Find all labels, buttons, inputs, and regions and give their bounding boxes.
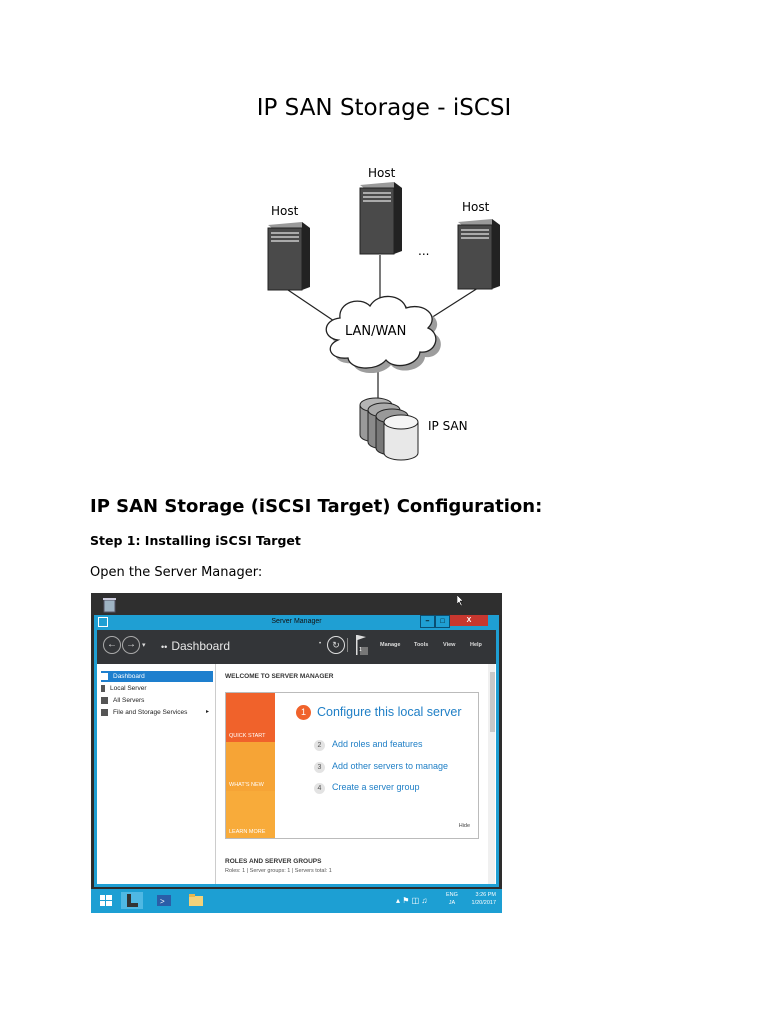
sidebar-item-label: Dashboard <box>113 673 145 680</box>
servers-icon <box>101 696 108 704</box>
step-heading: Step 1: Installing iSCSI Target <box>90 533 301 548</box>
dashboard-main: WELCOME TO SERVER MANAGER QUICK START WH… <box>223 664 488 884</box>
scrollbar-thumb[interactable] <box>490 672 495 732</box>
notifications-flag-icon[interactable] <box>355 634 369 656</box>
host-label-right: Host <box>462 200 490 214</box>
refresh-dropdown-icon[interactable]: • <box>319 641 322 647</box>
create-group-link[interactable]: 4 Create a server group <box>314 782 420 794</box>
sidebar-item-label: File and Storage Services <box>113 709 188 716</box>
instruction-text: Open the Server Manager: <box>90 565 263 580</box>
minimize-button[interactable]: – <box>420 615 435 628</box>
window-title: Server Manager <box>271 618 322 625</box>
refresh-icon[interactable]: ↻ <box>327 636 345 654</box>
content-area: Dashboard Local Server All Servers File … <box>97 664 496 884</box>
file-explorer-icon[interactable] <box>185 892 207 909</box>
document-title: IP SAN Storage - iSCSI <box>256 95 512 121</box>
lan-wan-cloud <box>325 295 441 374</box>
recycle-bin-icon <box>103 598 116 613</box>
input-language[interactable]: ENG JA <box>446 891 458 907</box>
scrollbar[interactable] <box>488 664 495 884</box>
maximize-button[interactable]: □ <box>435 615 450 628</box>
host-label-left: Host <box>271 204 299 218</box>
tile-label: LEARN MORE <box>229 829 266 835</box>
server-manager-taskbar-icon[interactable] <box>121 892 143 909</box>
step-label: Add roles and features <box>332 739 423 749</box>
tile-label: WHAT'S NEW <box>229 782 264 788</box>
svg-text:>: > <box>160 897 165 906</box>
sidebar: Dashboard Local Server All Servers File … <box>97 664 216 884</box>
ip-san-label: IP SAN <box>428 419 468 433</box>
lan-wan-label: LAN/WAN <box>345 324 406 339</box>
ellipsis-label: ... <box>418 244 429 258</box>
clock[interactable]: 3:26 PM 1/20/2017 <box>472 891 496 907</box>
language-code: ENG <box>446 892 458 898</box>
step-number: 1 <box>296 705 311 721</box>
menu-help[interactable]: Help <box>470 642 482 648</box>
breadcrumb-dots: •• <box>161 642 168 652</box>
add-servers-link[interactable]: 3 Add other servers to manage <box>314 761 448 773</box>
step-label: Configure this local server <box>317 705 462 719</box>
mouse-cursor-icon <box>457 595 464 606</box>
menu-tools[interactable]: Tools <box>414 642 429 648</box>
server-manager-window: Server Manager – □ X ← → ▾ ••Dashboard •… <box>94 615 499 887</box>
sidebar-item-file-storage[interactable]: File and Storage Services ▸ <box>101 707 213 718</box>
hide-link[interactable]: Hide <box>458 823 470 829</box>
configure-local-server-link[interactable]: 1 Configure this local server <box>296 705 462 721</box>
section-heading: IP SAN Storage (iSCSI Target) Configurat… <box>90 496 543 517</box>
add-roles-link[interactable]: 2 Add roles and features <box>314 739 423 751</box>
tile-label: QUICK START <box>229 733 266 739</box>
step-number: 2 <box>314 740 325 751</box>
sidebar-item-label: Local Server <box>110 685 147 692</box>
host-label-center: Host <box>368 166 396 180</box>
menu-manage[interactable]: Manage <box>380 642 401 648</box>
server-manager-screenshot: Server Manager – □ X ← → ▾ ••Dashboard •… <box>91 593 502 913</box>
menu-view[interactable]: View <box>443 642 456 648</box>
tile-learn-more[interactable]: LEARN MORE <box>226 791 275 838</box>
powershell-icon[interactable]: > <box>153 892 175 909</box>
history-dropdown-icon[interactable]: ▾ <box>142 642 146 649</box>
dashboard-icon <box>101 672 108 680</box>
sidebar-item-all-servers[interactable]: All Servers <box>101 695 213 706</box>
forward-arrow-icon[interactable]: → <box>122 636 140 654</box>
window-titlebar: Server Manager – □ X <box>94 615 499 629</box>
step-label: Create a server group <box>332 782 420 792</box>
taskbar: > ▴ ⚑ ◫ ♫ ENG JA 3:26 PM 1/20/2017 <box>91 889 502 913</box>
desktop-area <box>91 593 502 615</box>
ip-san-storage <box>359 397 419 461</box>
roles-heading: ROLES AND SERVER GROUPS <box>225 858 322 865</box>
close-button[interactable]: X <box>450 615 488 626</box>
breadcrumb: ••Dashboard <box>161 639 230 653</box>
chevron-right-icon: ▸ <box>205 709 209 715</box>
sidebar-item-local-server[interactable]: Local Server <box>101 683 213 694</box>
sidebar-item-label: All Servers <box>113 697 145 704</box>
welcome-panel: QUICK START WHAT'S NEW LEARN MORE 1 Confi… <box>225 692 479 839</box>
clock-time: 3:26 PM <box>475 892 496 898</box>
step-number: 3 <box>314 762 325 773</box>
tile-quick-start[interactable]: QUICK START <box>226 693 275 742</box>
back-arrow-icon[interactable]: ← <box>103 636 121 654</box>
ip-san-diagram: Host Host Host ... LAN/WAN IP SAN <box>267 166 500 461</box>
storage-icon <box>101 708 108 716</box>
app-icon <box>98 617 108 627</box>
notification-count: 1 <box>359 647 362 653</box>
step-label: Add other servers to manage <box>332 761 449 771</box>
tray-icons[interactable]: ▴ ⚑ ◫ ♫ <box>396 896 428 905</box>
welcome-heading: WELCOME TO SERVER MANAGER <box>225 673 334 680</box>
header-bar: ← → ▾ ••Dashboard • ↻ 1 Manage Tools Vie… <box>97 630 496 664</box>
host-server-right <box>457 219 500 290</box>
sidebar-item-dashboard[interactable]: Dashboard <box>101 671 213 682</box>
header-divider <box>347 638 348 652</box>
start-windows-icon[interactable] <box>95 892 117 909</box>
keyboard-code: JA <box>448 900 456 906</box>
breadcrumb-label: Dashboard <box>171 639 231 653</box>
clock-date: 1/20/2017 <box>471 900 496 906</box>
host-server-center <box>359 182 402 255</box>
host-server-left <box>267 222 310 291</box>
tile-whats-new[interactable]: WHAT'S NEW <box>226 742 275 791</box>
server-icon <box>101 684 105 692</box>
step-number: 4 <box>314 783 325 794</box>
roles-summary: Roles: 1 | Server groups: 1 | Servers to… <box>225 868 332 874</box>
